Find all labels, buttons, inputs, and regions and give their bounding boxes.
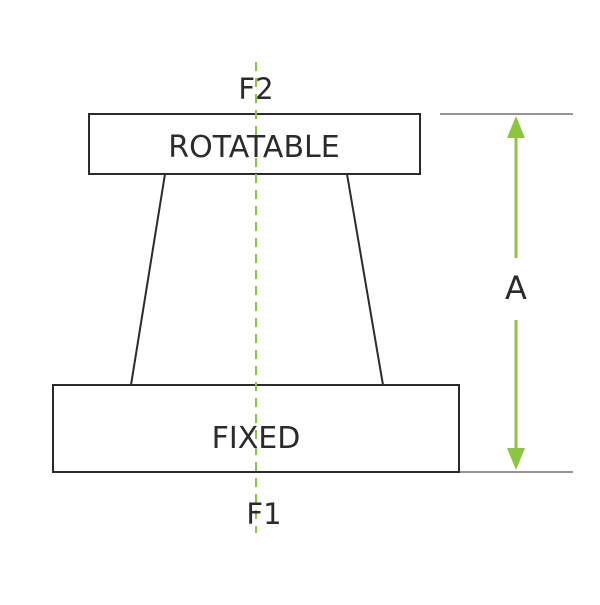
label-top-f2: F2 [238,72,273,106]
label-bottom-f1: F1 [246,497,281,531]
arrow-down-icon [507,448,525,470]
rotatable-flange [88,113,421,175]
arrow-up-icon [507,116,525,138]
label-rotatable: ROTATABLE [168,130,339,165]
label-dimension-a: A [505,269,527,307]
label-fixed: FIXED [212,421,301,456]
